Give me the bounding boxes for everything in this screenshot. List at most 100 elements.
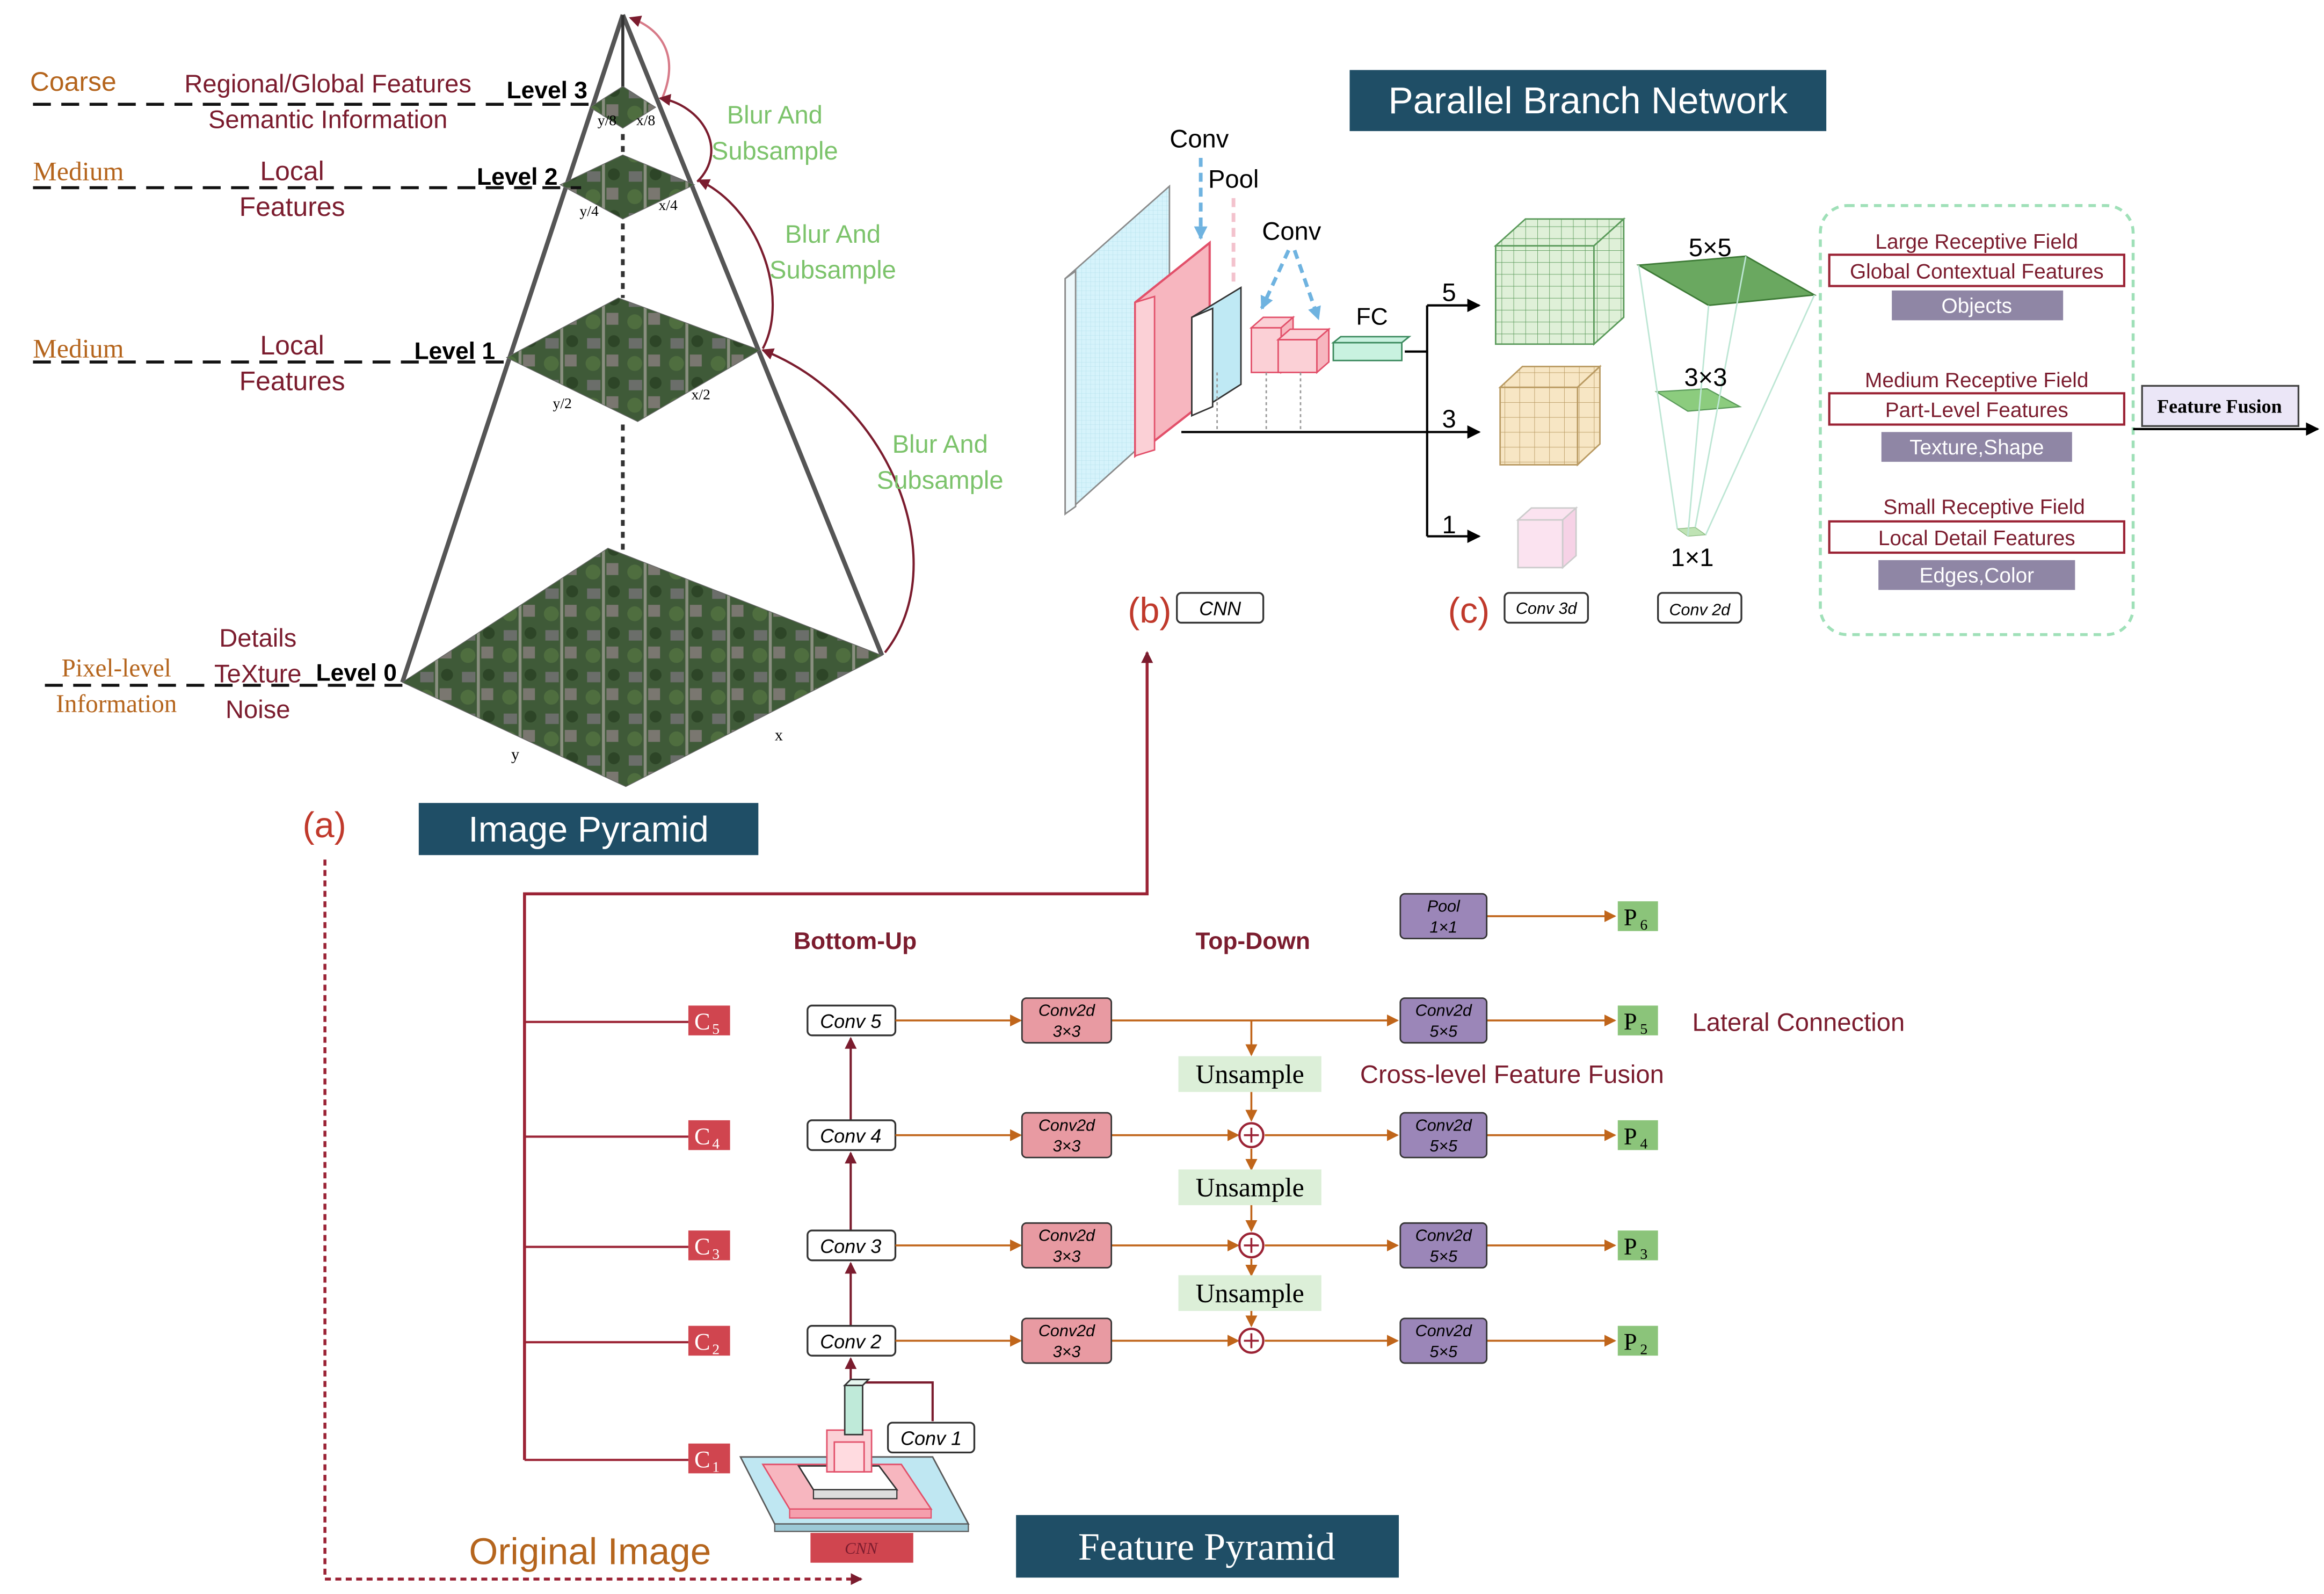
c-box-1: C 1	[688, 1443, 730, 1475]
cube-3x3x3	[1498, 365, 1602, 467]
c-box-4: C 4	[688, 1120, 730, 1152]
level1-feature: Local	[260, 330, 324, 360]
image-pyramid: y/8 x/8 y/4 x/4 y/2 x/2 y x Coarse Regio…	[30, 14, 1004, 856]
pool-label: Pool	[1208, 165, 1259, 193]
conv3d-tag-text: Conv 3d	[1516, 599, 1578, 618]
conv5x5-box-3: Conv2d 5×5	[1399, 1222, 1488, 1269]
level2-label: Level 2	[477, 164, 557, 190]
conv5x5-box-2: Conv2d 5×5	[1399, 1317, 1488, 1364]
svg-text:5×5: 5×5	[1429, 1023, 1458, 1041]
conv-label-mid: Conv	[1262, 217, 1321, 245]
kernel-label-3x3: 3×3	[1684, 363, 1727, 391]
dim-x: x	[775, 726, 783, 744]
lateral-connection-label: Lateral Connection	[1692, 1008, 1905, 1036]
level2-feature2: Features	[239, 192, 345, 222]
blur-label-3: Blur And	[892, 430, 988, 458]
parallel-title: Parallel Branch Network	[1388, 79, 1788, 121]
top-down-header: Top-Down	[1195, 928, 1310, 954]
receptive-medium-title: Medium Receptive Field	[1865, 369, 2089, 392]
dim-y8: y/8	[598, 112, 616, 128]
pyramid-level-1-image	[505, 298, 761, 422]
conv4-label: Conv 4	[820, 1125, 881, 1147]
cross-level-label: Cross-level Feature Fusion	[1360, 1060, 1664, 1089]
svg-text:P: P	[1624, 1233, 1637, 1260]
unsample-box-3	[1178, 1275, 1321, 1311]
level3-scale: Coarse	[30, 67, 117, 97]
svg-text:1: 1	[712, 1459, 720, 1475]
blur-arrow-0	[761, 348, 915, 654]
cnn-fc-slab	[1332, 342, 1403, 361]
svg-text:1×1: 1×1	[1429, 918, 1457, 936]
svg-text:3×3: 3×3	[1053, 1343, 1081, 1361]
branch-label-3: 3	[1442, 404, 1456, 433]
c-box-2: C 2	[688, 1325, 730, 1357]
conv5x5-box-5: Conv2d 5×5	[1399, 997, 1488, 1044]
receptive-small-example-box	[1878, 560, 2075, 590]
level0-scale2: Information	[56, 690, 177, 718]
pyramid-edge-right	[621, 14, 884, 657]
feature-pyramid-title-bg	[1016, 1515, 1399, 1578]
pyramid-level-0-image	[401, 547, 883, 787]
conv3x3-box-2: Conv2d 3×3	[1021, 1317, 1113, 1364]
p-box-2: P 2	[1617, 1325, 1658, 1357]
unsample-label-2: Unsample	[1195, 1172, 1304, 1202]
unsample-box-1	[1178, 1056, 1321, 1092]
cube-1x1x1	[1516, 506, 1578, 569]
level1-scale: Medium	[33, 334, 124, 364]
unsample-box-2	[1178, 1169, 1321, 1206]
svg-text:Conv2d: Conv2d	[1038, 1227, 1095, 1245]
panel-c-label: (c)	[1448, 591, 1490, 631]
svg-text:Conv2d: Conv2d	[1038, 1116, 1095, 1134]
dim-x4: x/4	[658, 197, 678, 213]
pyramid-edge-left	[400, 14, 625, 683]
conv5-label: Conv 5	[820, 1010, 882, 1032]
conv5x5-box-4: Conv2d 5×5	[1399, 1112, 1488, 1158]
image-pyramid-title-bg	[418, 803, 759, 856]
unsample-label-3: Unsample	[1195, 1278, 1304, 1308]
c-box-5: C 5	[688, 1005, 730, 1037]
svg-text:Conv2d: Conv2d	[1415, 1116, 1472, 1134]
receptive-small-title: Small Receptive Field	[1883, 496, 2085, 519]
svg-text:5×5: 5×5	[1429, 1247, 1458, 1265]
receptive-large-title: Large Receptive Field	[1875, 230, 2078, 253]
sum-node-2	[1238, 1328, 1265, 1354]
svg-text:5×5: 5×5	[1429, 1343, 1458, 1361]
receptive-field-panel	[1819, 204, 2135, 636]
level1-feature2: Features	[239, 366, 345, 396]
sum-node-4	[1238, 1122, 1265, 1148]
level0-label: Level 0	[316, 660, 396, 686]
conv1-box	[887, 1422, 976, 1454]
receptive-large-example-box	[1892, 290, 2064, 321]
receptive-small-example: Edges,Color	[1919, 564, 2034, 588]
svg-text:C: C	[694, 1008, 710, 1035]
p-box-6: P 6	[1617, 901, 1658, 933]
receptive-large-feature: Global Contextual Features	[1850, 260, 2104, 284]
dim-x8: x/8	[636, 112, 655, 128]
blur-label-1: Blur And	[727, 100, 823, 129]
svg-text:5: 5	[1640, 1020, 1647, 1037]
svg-text:2: 2	[712, 1341, 720, 1357]
level1-label: Level 1	[415, 338, 495, 364]
blur-arrow-2	[658, 93, 713, 183]
pool-1x1-box: Pool 1×1	[1399, 893, 1488, 939]
receptive-large-feature-box	[1828, 253, 2125, 287]
svg-text:P: P	[1624, 1328, 1637, 1355]
conv3x3-box-3: Conv2d 3×3	[1021, 1222, 1113, 1269]
svg-text:C: C	[694, 1233, 710, 1260]
svg-text:Pool: Pool	[1427, 897, 1461, 916]
receptive-medium-feature: Part-Level Features	[1885, 399, 2068, 422]
original-image-connector	[323, 859, 863, 1585]
panel-a-label: (a)	[302, 806, 346, 845]
bottom-up-header: Bottom-Up	[794, 928, 917, 954]
svg-text:3: 3	[712, 1245, 720, 1262]
p-box-4: P 4	[1617, 1120, 1658, 1152]
dim-y: y	[511, 745, 520, 764]
receptive-small-feature: Local Detail Features	[1878, 527, 2075, 550]
level3-feature: Regional/Global Features	[184, 69, 471, 98]
svg-text:5: 5	[712, 1020, 720, 1037]
c-box-3: C 3	[688, 1230, 730, 1262]
panel-b-label: (b)	[1128, 591, 1171, 631]
conv-label-top: Conv	[1170, 125, 1229, 153]
conv1-label: Conv 1	[900, 1428, 962, 1450]
